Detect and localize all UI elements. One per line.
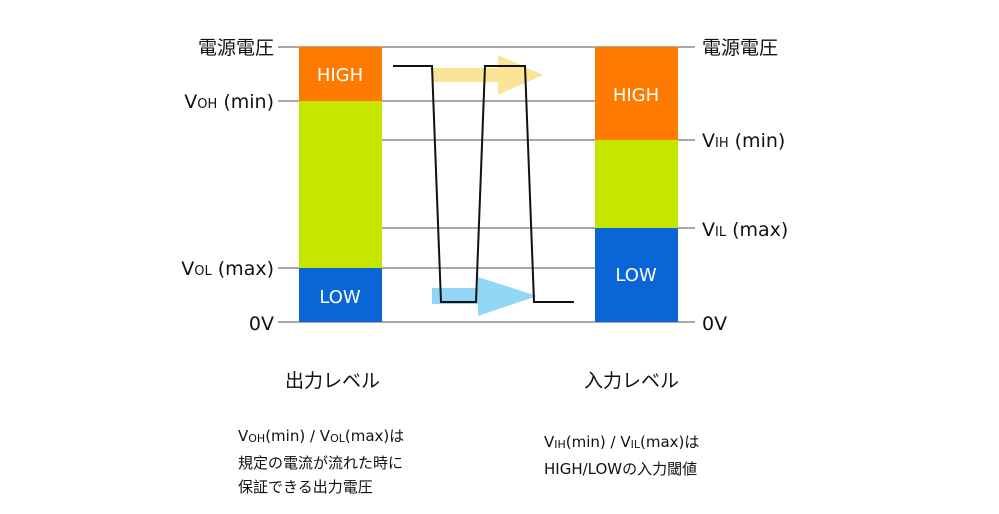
input-vih-label: VIH (min) bbox=[702, 130, 785, 152]
low-arrow bbox=[432, 277, 537, 316]
output-low-label: LOW bbox=[319, 287, 361, 308]
output-note-line3: 保証できる出力電圧 bbox=[238, 478, 373, 496]
output-note-line1: VOH(min) / VOL(max)は bbox=[238, 427, 405, 445]
input-note: VIH(min) / VIL(max)は HIGH/LOWの入力閾値 bbox=[544, 430, 699, 481]
output-note-line2: 規定の電流が流れた時に bbox=[238, 454, 404, 472]
output-high-region bbox=[299, 47, 382, 101]
input-high-label: HIGH bbox=[613, 85, 659, 106]
output-low-region bbox=[299, 268, 382, 322]
input-supply-label: 電源電圧 bbox=[702, 37, 778, 59]
input-axis-labels: 電源電圧 VIH (min) VIL (max) 0V bbox=[702, 37, 788, 335]
output-undefined-region bbox=[299, 101, 382, 268]
input-note-line2: HIGH/LOWの入力閾値 bbox=[544, 460, 698, 478]
input-note-line1: VIH(min) / VIL(max)は bbox=[544, 433, 700, 451]
output-voh-label: VOH (min) bbox=[184, 91, 274, 113]
input-level-title: 入力レベル bbox=[584, 370, 680, 392]
input-zero-label: 0V bbox=[702, 313, 727, 335]
signal-waveform bbox=[393, 65, 574, 303]
input-low-label: LOW bbox=[615, 265, 657, 286]
output-axis-labels: 電源電圧 VOH (min) VOL (max) 0V bbox=[181, 37, 274, 335]
input-vil-label: VIL (max) bbox=[702, 219, 788, 241]
output-level-title: 出力レベル bbox=[285, 370, 381, 392]
input-high-region bbox=[595, 47, 678, 140]
output-level-bar: HIGH LOW bbox=[299, 47, 382, 322]
output-vol-label: VOL (max) bbox=[181, 258, 274, 280]
output-note: VOH(min) / VOL(max)は 規定の電流が流れた時に 保証できる出力… bbox=[238, 424, 404, 499]
output-supply-label: 電源電圧 bbox=[198, 37, 274, 59]
output-high-label: HIGH bbox=[317, 65, 363, 86]
input-low-region bbox=[595, 228, 678, 322]
input-level-bar: HIGH LOW bbox=[595, 47, 678, 322]
output-zero-label: 0V bbox=[249, 313, 274, 335]
input-undefined-region bbox=[595, 140, 678, 228]
